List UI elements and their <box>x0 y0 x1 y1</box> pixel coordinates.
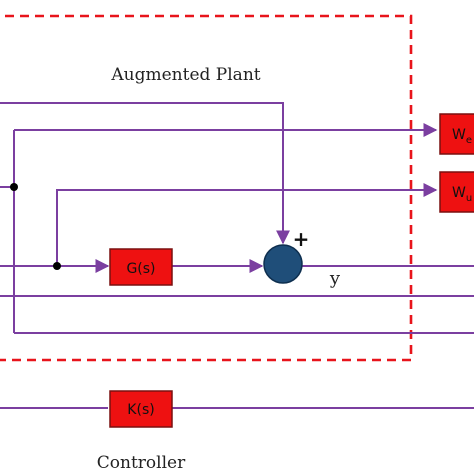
controller-caption: Controller <box>97 453 186 473</box>
junction-dot-input <box>53 262 61 270</box>
augmented-plant-title: Augmented Plant <box>110 65 260 85</box>
wu-block[interactable]: Wu <box>439 171 474 213</box>
wu-block-label: Wu <box>452 185 472 204</box>
k-block-label: K(s) <box>127 402 154 418</box>
g-block-label: G(s) <box>126 261 155 277</box>
wire-to-wu <box>56 183 438 266</box>
g-block[interactable]: G(s) <box>109 248 173 286</box>
summing-junction <box>263 244 303 284</box>
output-label-y: y <box>329 268 341 289</box>
k-block[interactable]: K(s) <box>109 390 173 428</box>
summing-sign: + <box>293 227 310 251</box>
junction-dot-left <box>10 183 18 191</box>
we-block-label: We <box>452 127 472 146</box>
we-block[interactable]: We <box>439 113 474 155</box>
augmented-plant-boundary <box>0 14 413 362</box>
wire-disturbance-to-sum <box>0 102 290 245</box>
